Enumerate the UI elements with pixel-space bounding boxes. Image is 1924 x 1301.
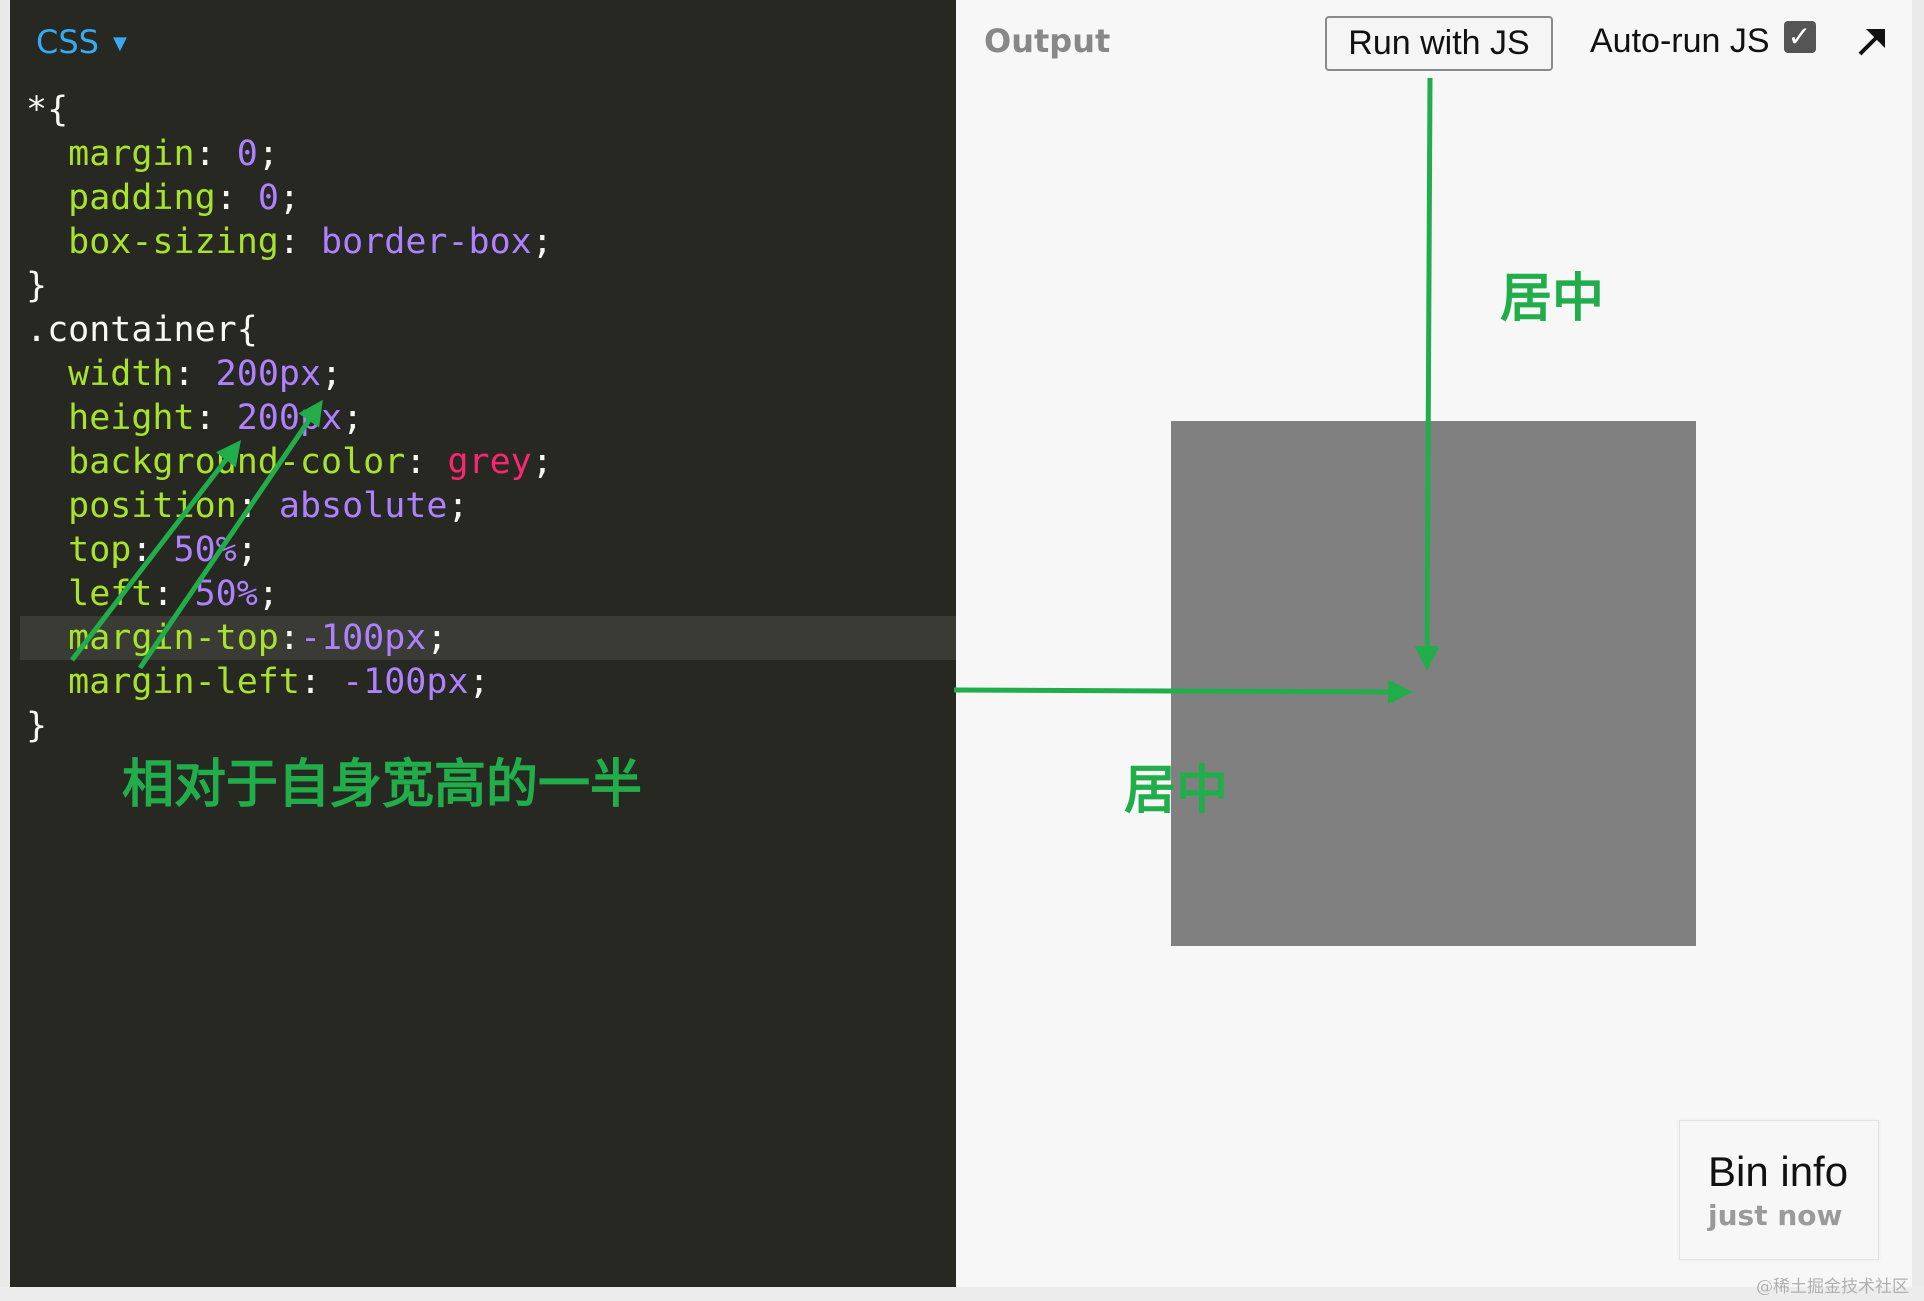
code-token: :: [152, 574, 195, 614]
code-line[interactable]: .container{: [26, 308, 956, 352]
run-with-js-button[interactable]: Run with JS: [1325, 16, 1553, 71]
code-line[interactable]: background-color: grey;: [26, 440, 956, 484]
code-line[interactable]: left: 50%;: [26, 572, 956, 616]
bin-info-title: Bin info: [1708, 1148, 1849, 1195]
code-token: left: [26, 574, 153, 614]
bin-info-card[interactable]: Bin info just now: [1679, 1120, 1879, 1260]
code-line[interactable]: box-sizing: border-box;: [26, 220, 956, 264]
code-line[interactable]: height: 200px;: [26, 396, 956, 440]
code-token: -100px: [342, 662, 469, 702]
code-token: .container{: [26, 310, 258, 350]
code-token: :: [215, 178, 258, 218]
autorun-label: Auto-run JS: [1590, 22, 1770, 60]
code-token: 0: [257, 178, 279, 218]
autorun-toggle[interactable]: Auto-run JS ✓: [1590, 20, 1816, 61]
code-token: 50%: [173, 530, 237, 570]
code-token: }: [26, 706, 48, 746]
code-token: ;: [342, 398, 364, 438]
language-selector[interactable]: CSS ▼: [36, 20, 127, 64]
bottom-edge-strip: [0, 1287, 1924, 1301]
code-token: top: [26, 530, 132, 570]
left-edge-strip: [0, 0, 10, 1301]
code-token: height: [26, 398, 195, 438]
code-token: ;: [468, 662, 490, 702]
annotation-center-top: 居中: [1500, 269, 1605, 329]
code-token: ;: [321, 354, 343, 394]
code-token: absolute: [278, 486, 448, 526]
code-token: :: [194, 398, 237, 438]
code-token: ;: [278, 178, 300, 218]
code-token: ;: [531, 442, 553, 482]
code-token: background-color: [26, 442, 406, 482]
output-title: Output: [984, 22, 1111, 60]
preview-container-box: [1171, 421, 1696, 946]
language-label: CSS: [36, 23, 99, 61]
watermark: @稀土掘金技术社区: [1756, 1277, 1909, 1297]
code-token: 0: [236, 134, 258, 174]
code-token: position: [26, 486, 237, 526]
code-token: *{: [26, 90, 69, 130]
code-token: 200px: [215, 354, 322, 394]
code-token: border-box: [321, 222, 532, 262]
code-token: margin: [26, 134, 195, 174]
code-token: :: [236, 486, 279, 526]
code-token: ;: [236, 530, 258, 570]
code-token: ;: [257, 574, 279, 614]
code-token: }: [26, 266, 48, 306]
code-token: 50%: [194, 574, 258, 614]
chevron-down-icon: ▼: [112, 32, 127, 54]
code-token: 200px: [236, 398, 343, 438]
code-token: :: [278, 222, 322, 262]
annotation-half-size: 相对于自身宽高的一半: [122, 755, 643, 815]
code-token: :: [405, 442, 448, 482]
code-line[interactable]: }: [26, 704, 956, 748]
css-editor-panel[interactable]: CSS ▼ *{ margin: 0; padding: 0; box-sizi…: [10, 0, 956, 1287]
code-line[interactable]: position: absolute;: [26, 484, 956, 528]
code-token: ;: [257, 134, 279, 174]
code-line[interactable]: *{: [26, 88, 956, 132]
autorun-checkbox[interactable]: ✓: [1783, 20, 1816, 53]
code-token: ;: [531, 222, 553, 262]
code-token: width: [26, 354, 174, 394]
code-token: :: [173, 354, 216, 394]
code-token: ;: [447, 486, 469, 526]
code-token: padding: [26, 178, 216, 218]
code-token: margin-left: [26, 662, 300, 702]
code-token: :: [194, 134, 237, 174]
annotation-center-left: 居中: [1124, 761, 1229, 821]
code-token: :: [278, 618, 300, 658]
code-area[interactable]: *{ margin: 0; padding: 0; box-sizing: bo…: [20, 88, 956, 748]
code-token: -100px: [299, 618, 427, 658]
right-edge-strip: [1912, 0, 1924, 1301]
arrow-up-right-icon[interactable]: [1854, 24, 1890, 60]
code-line[interactable]: margin: 0;: [26, 132, 956, 176]
code-line[interactable]: padding: 0;: [26, 176, 956, 220]
code-token: :: [299, 662, 343, 702]
code-line[interactable]: margin-top:-100px;: [20, 616, 956, 660]
code-line[interactable]: width: 200px;: [26, 352, 956, 396]
code-line[interactable]: margin-left: -100px;: [26, 660, 956, 704]
code-token: box-sizing: [26, 222, 279, 262]
code-token: :: [131, 530, 174, 570]
output-panel: Output Run with JS Auto-run JS ✓ Bin inf…: [956, 0, 1912, 1287]
code-token: grey: [447, 442, 532, 482]
bin-info-time: just now: [1708, 1199, 1843, 1232]
code-line[interactable]: }: [26, 264, 956, 308]
code-token: margin-top: [26, 618, 279, 658]
code-token: ;: [426, 618, 448, 658]
code-line[interactable]: top: 50%;: [26, 528, 956, 572]
